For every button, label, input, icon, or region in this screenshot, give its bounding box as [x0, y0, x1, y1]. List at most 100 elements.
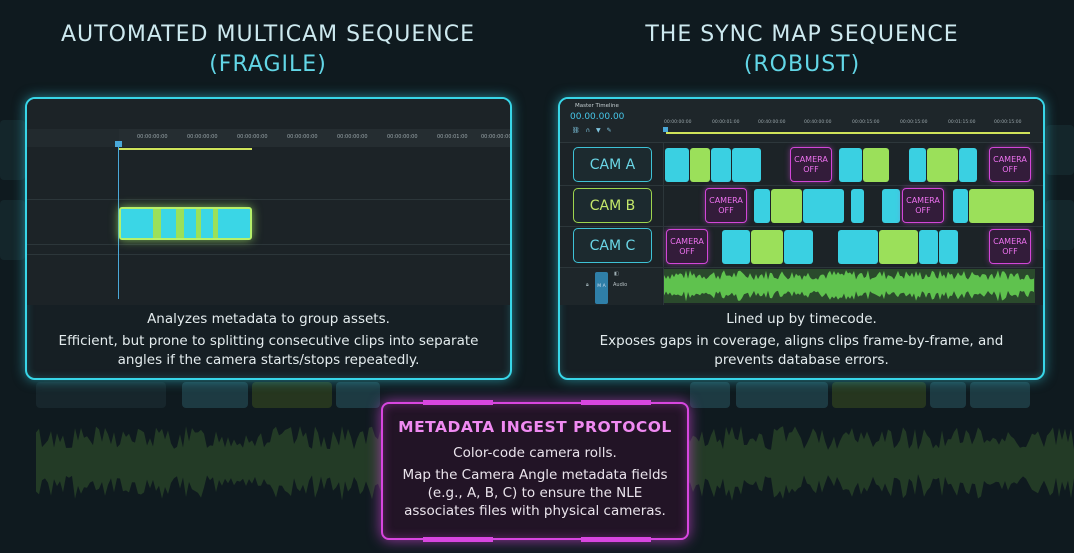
clip-segment[interactable] — [201, 209, 213, 238]
ruler-tick: 00:01:15:00 — [948, 120, 976, 125]
cam-a-clip[interactable] — [732, 148, 761, 182]
box-tab-decoration — [423, 537, 493, 542]
work-area-bar — [666, 132, 1030, 134]
box-tab-decoration — [581, 537, 651, 542]
multicam-timeline: 00:00:00:00 00:00:00:00 00:00:00:00 00:0… — [27, 99, 510, 305]
sync-map-timeline: Master Timeline 00.00.00.00 ⛓∩▼✎ 00:00:0… — [560, 99, 1043, 305]
cam-c-clip[interactable] — [751, 230, 783, 264]
multicam-clip[interactable] — [119, 207, 252, 240]
cam-b-clip[interactable] — [882, 189, 900, 223]
clip-segment[interactable] — [184, 209, 196, 238]
clip-segment[interactable] — [155, 209, 161, 238]
ruler-tick: 00:00:00:00 — [187, 134, 218, 140]
speaker-icon[interactable]: ◧ — [614, 271, 619, 277]
metadata-ingest-protocol-box: METADATA INGEST PROTOCOL Color-code came… — [381, 400, 689, 542]
cam-a-clip[interactable] — [839, 148, 862, 182]
cam-a-clip[interactable] — [909, 148, 926, 182]
ruler-tick: 00:00:00:00 — [237, 134, 268, 140]
clip-segment[interactable] — [218, 209, 250, 238]
description-body: Exposes gaps in coverage, aligns clips f… — [599, 333, 1004, 368]
cam-a-clip[interactable] — [863, 148, 889, 182]
multicam-description: Analyzes metadata to group assets. Effic… — [27, 301, 510, 378]
cam-b-clip[interactable] — [803, 189, 844, 223]
clip-segment[interactable] — [213, 209, 218, 238]
ruler-tick: 00:00:00:00 — [337, 134, 368, 140]
cam-b-track-label[interactable]: CAM B — [573, 188, 652, 223]
clip-segment[interactable] — [177, 209, 184, 238]
ruler-tick: 00:00:00:00 — [287, 134, 318, 140]
right-heading: THE SYNC MAP SEQUENCE (ROBUST) — [560, 20, 1044, 80]
timecode-display[interactable]: 00.00.00.00 — [570, 112, 625, 122]
ruler-tick: 00:00:01:00 — [712, 120, 740, 125]
marker-icon[interactable]: ▼ — [596, 127, 607, 134]
timeline-ruler[interactable]: 00:00:00:00 00:00:01:00 00:40:00:00 00:4… — [664, 115, 1033, 133]
cam-c-clip[interactable] — [838, 230, 878, 264]
cam-c-clip[interactable] — [939, 230, 958, 264]
sync-map-description: Lined up by timecode. Exposes gaps in co… — [560, 301, 1043, 378]
cam-b-clip[interactable] — [953, 189, 968, 223]
sync-map-panel: Master Timeline 00.00.00.00 ⛓∩▼✎ 00:00:0… — [558, 97, 1045, 380]
protocol-line: Color-code camera rolls. — [453, 445, 617, 461]
cam-a-clip[interactable] — [959, 148, 977, 182]
audio-track-header: 🔒︎ M A ◧ Audio — [560, 268, 662, 305]
cam-c-clip[interactable] — [879, 230, 918, 264]
left-heading: AUTOMATED MULTICAM SEQUENCE (FRAGILE) — [25, 20, 511, 80]
cam-c-clip[interactable] — [784, 230, 813, 264]
audio-mute-button[interactable]: M A — [595, 272, 608, 304]
cam-a-track-label[interactable]: CAM A — [573, 147, 652, 182]
ruler-tick: 00:00:00:00 — [664, 120, 692, 125]
ruler-tick: 00:00:15:00 — [900, 120, 928, 125]
clip-segment[interactable] — [121, 209, 155, 238]
cam-a-clip[interactable] — [690, 148, 710, 182]
audio-waveform[interactable] — [664, 269, 1035, 303]
timeline-toolbar: ⛓∩▼✎ — [572, 127, 618, 134]
automated-multicam-panel: 00:00:00:00 00:00:00:00 00:00:00:00 00:0… — [25, 97, 512, 380]
cam-c-clip[interactable] — [722, 230, 750, 264]
playhead-line[interactable] — [118, 143, 119, 299]
timeline-ruler[interactable]: 00:00:00:00 00:00:00:00 00:00:00:00 00:0… — [119, 129, 510, 147]
cam-c-track-label[interactable]: CAM C — [573, 228, 652, 263]
cam-a-clip[interactable] — [711, 148, 731, 182]
protocol-body: Map the Camera Angle metadata fields (e.… — [402, 467, 668, 519]
description-body: Efficient, but prone to splitting consec… — [58, 333, 479, 368]
work-area-bar — [119, 148, 252, 150]
ruler-tick: 00:00:00:00 — [137, 134, 168, 140]
wrench-icon[interactable]: ✎ — [606, 127, 618, 134]
cam-b-clip[interactable] — [754, 189, 770, 223]
clip-segment[interactable] — [196, 209, 201, 238]
track-divider — [560, 267, 1043, 268]
ruler-tick: 00:00:00:00 — [387, 134, 418, 140]
track-divider — [27, 254, 510, 255]
left-heading-subtitle: (FRAGILE) — [209, 52, 327, 77]
window-title: Master Timeline — [575, 103, 619, 109]
ruler-tick: 00:00:00:00 — [481, 134, 512, 140]
playhead-handle[interactable] — [663, 127, 668, 132]
track-header-area — [27, 129, 119, 147]
track-divider — [560, 226, 1043, 227]
protocol-title: METADATA INGEST PROTOCOL — [398, 418, 672, 436]
ruler-tick: 00:40:00:00 — [758, 120, 786, 125]
clip-segment[interactable] — [161, 209, 177, 238]
cam-c-clip[interactable] — [919, 230, 938, 264]
cam-b-clip[interactable] — [851, 189, 864, 223]
ruler-tick: 00:00:15:00 — [852, 120, 880, 125]
description-line: Analyzes metadata to group assets. — [147, 311, 390, 327]
left-heading-title: AUTOMATED MULTICAM SEQUENCE — [60, 22, 476, 47]
right-heading-title: THE SYNC MAP SEQUENCE — [645, 22, 959, 47]
track-divider — [27, 244, 510, 245]
magnet-icon[interactable]: ∩ — [585, 127, 597, 134]
cam-a-clip[interactable] — [665, 148, 689, 182]
box-tab-decoration — [423, 400, 493, 405]
cam-a-clip[interactable] — [927, 148, 958, 182]
audio-track-label: Audio — [613, 282, 628, 288]
box-tab-decoration — [581, 400, 651, 405]
cam-b-clip[interactable] — [771, 189, 802, 223]
lock-icon[interactable]: 🔒︎ — [586, 282, 589, 288]
cam-b-clip[interactable] — [969, 189, 1034, 223]
track-divider — [560, 185, 1043, 186]
track-header-divider — [663, 143, 664, 305]
link-icon[interactable]: ⛓ — [572, 127, 586, 134]
